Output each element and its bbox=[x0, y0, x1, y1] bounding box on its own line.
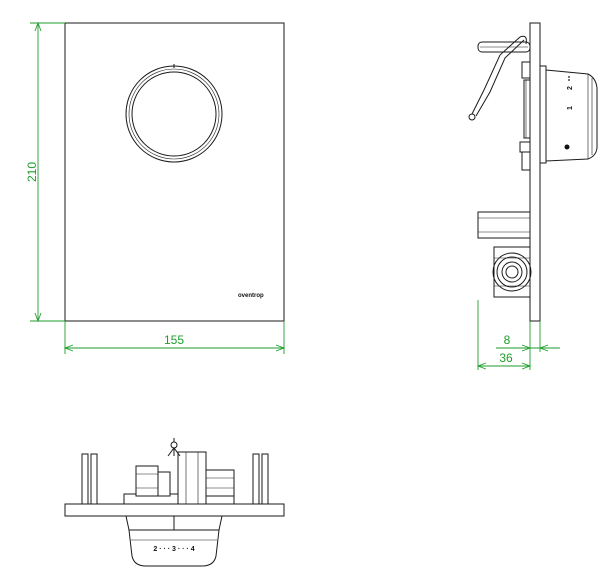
depth-dimensions: 8 36 bbox=[476, 300, 560, 370]
height-label: 210 bbox=[25, 162, 39, 182]
ring-inner bbox=[131, 71, 217, 157]
width-dimension: 155 bbox=[63, 321, 286, 354]
height-dimension: 210 bbox=[25, 21, 65, 323]
top-plate bbox=[64, 503, 285, 517]
depth-total-label: 36 bbox=[499, 351, 513, 365]
side-view: 2 1 bbox=[468, 22, 598, 322]
ring-outer bbox=[125, 65, 223, 163]
top-view: 2 · · · 3 · · · 4 bbox=[64, 438, 285, 567]
pin-left-outer bbox=[81, 453, 89, 505]
pin-right-outer bbox=[261, 453, 269, 505]
cover-plate bbox=[64, 22, 285, 322]
valve-nut-outer bbox=[492, 252, 532, 292]
lower-bracket bbox=[477, 211, 531, 239]
spring-wire bbox=[471, 36, 521, 115]
brand-label: oventrop bbox=[238, 293, 264, 299]
valve-body bbox=[135, 465, 159, 497]
scale-mark-1: 1 bbox=[567, 106, 574, 110]
side-plate bbox=[529, 22, 541, 322]
pin-left-inner bbox=[90, 453, 98, 505]
top-scale: 2 · · · 3 · · · 4 bbox=[153, 546, 194, 553]
width-label: 155 bbox=[164, 333, 184, 347]
thermostat-head bbox=[545, 69, 598, 162]
scale-dot bbox=[564, 144, 570, 150]
valve-stem bbox=[177, 451, 207, 505]
ring-mid bbox=[128, 68, 220, 160]
head-collar bbox=[539, 65, 547, 164]
pin-right-inner bbox=[252, 453, 260, 505]
depth-plate-label: 8 bbox=[504, 333, 511, 347]
scale-mark-2: 2 bbox=[567, 86, 574, 90]
front-view: oventrop bbox=[64, 22, 285, 322]
